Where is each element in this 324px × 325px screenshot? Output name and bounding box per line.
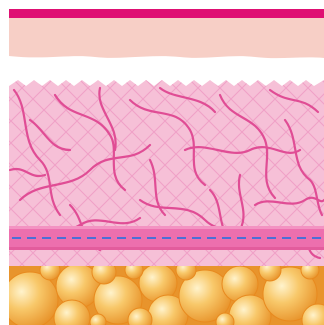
epidermis-layer — [9, 18, 324, 58]
blood-vessel-band — [9, 226, 324, 250]
top-band — [9, 9, 324, 18]
fat-cells — [2, 259, 324, 325]
